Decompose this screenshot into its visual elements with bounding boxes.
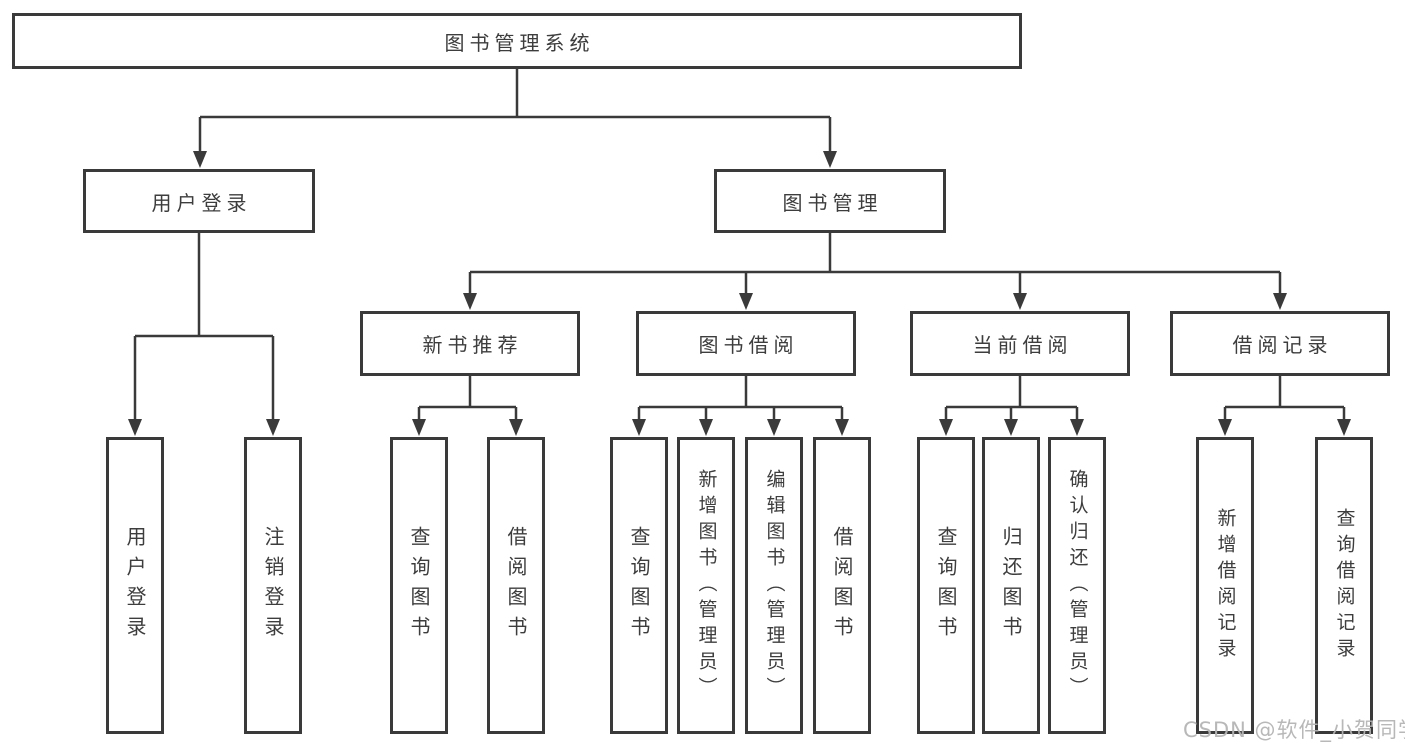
arrow-down-icon [1004, 419, 1018, 436]
leaf-add-book-admin: 新增图书（管理员） [677, 437, 735, 734]
leaf-query-borrow-record: 查询借阅记录 [1315, 437, 1373, 734]
leaf-user-login: 用户登录 [106, 437, 164, 734]
leaf-query-books-current: 查询图书 [917, 437, 975, 734]
arrow-down-icon [823, 151, 837, 168]
leaf-query-books-recommend: 查询图书 [390, 437, 448, 734]
node-library-management-system: 图书管理系统 [12, 13, 1022, 69]
node-user-login-branch: 用户登录 [83, 169, 315, 233]
node-current-borrowing: 当前借阅 [910, 311, 1130, 376]
arrow-down-icon [699, 419, 713, 436]
node-borrowing-records: 借阅记录 [1170, 311, 1390, 376]
csdn-watermark: CSDN @软件_小贺同学 [1183, 718, 1405, 742]
arrowheads [128, 151, 1351, 436]
node-new-book-recommend: 新书推荐 [360, 311, 580, 376]
leaf-add-borrow-record: 新增借阅记录 [1196, 437, 1254, 734]
arrow-down-icon [739, 293, 753, 310]
leaf-borrow-books-recommend: 借阅图书 [487, 437, 545, 734]
leaf-edit-book-admin: 编辑图书（管理员） [745, 437, 803, 734]
arrow-down-icon [266, 419, 280, 436]
node-book-management-branch: 图书管理 [714, 169, 946, 233]
leaf-return-book: 归还图书 [982, 437, 1040, 734]
arrow-down-icon [939, 419, 953, 436]
arrow-down-icon [1218, 419, 1232, 436]
node-book-borrowing: 图书借阅 [636, 311, 856, 376]
arrow-down-icon [1070, 419, 1084, 436]
connector-paths [133, 69, 1346, 420]
leaf-borrow-books: 借阅图书 [813, 437, 871, 734]
arrow-down-icon [1337, 419, 1351, 436]
arrow-down-icon [835, 419, 849, 436]
arrow-down-icon [128, 419, 142, 436]
arrow-down-icon [1013, 293, 1027, 310]
arrow-down-icon [463, 293, 477, 310]
leaf-logout: 注销登录 [244, 437, 302, 734]
arrow-down-icon [193, 151, 207, 168]
arrow-down-icon [412, 419, 426, 436]
arrow-down-icon [767, 419, 781, 436]
arrow-down-icon [509, 419, 523, 436]
arrow-down-icon [632, 419, 646, 436]
leaf-confirm-return-admin: 确认归还（管理员） [1048, 437, 1106, 734]
leaf-query-books-borrow: 查询图书 [610, 437, 668, 734]
arrow-down-icon [1273, 293, 1287, 310]
